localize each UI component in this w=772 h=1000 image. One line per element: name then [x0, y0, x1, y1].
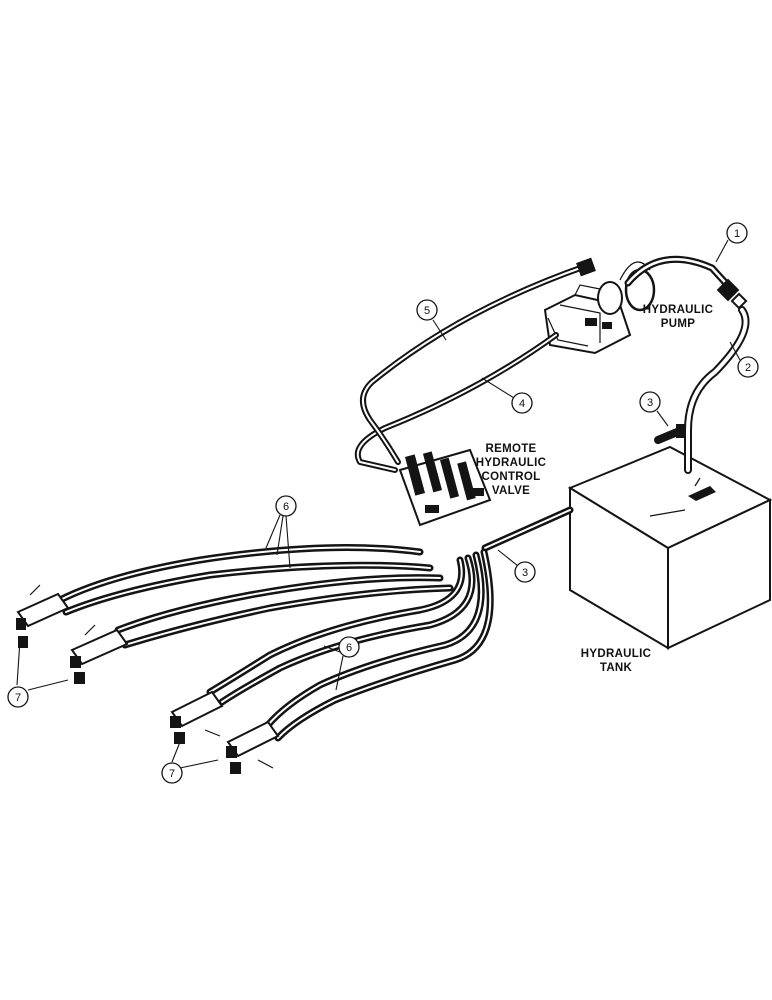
label-control-valve: REMOTE HYDRAULIC CONTROL VALVE — [476, 443, 546, 497]
valve-label-line3: CONTROL — [482, 471, 541, 483]
svg-text:2: 2 — [745, 362, 751, 374]
svg-text:3: 3 — [647, 397, 653, 409]
callout-3-upper: 3 — [639, 391, 669, 427]
svg-text:7: 7 — [169, 768, 175, 780]
callout-6-lower: 6 — [323, 636, 360, 691]
svg-text:1: 1 — [734, 228, 740, 240]
valve-label-line2: HYDRAULIC — [476, 457, 546, 469]
svg-text:7: 7 — [15, 692, 21, 704]
callout-7-lower: 7 — [161, 741, 219, 784]
hose-4 — [354, 332, 559, 473]
couplers-7 — [16, 584, 280, 774]
svg-text:6: 6 — [283, 501, 289, 513]
callout-1: 1 — [715, 222, 748, 263]
hose-2-suction — [684, 306, 750, 474]
tank-label-line1: HYDRAULIC — [581, 648, 651, 660]
pump-label-line2: PUMP — [661, 318, 695, 330]
valve-label-line1: REMOTE — [486, 443, 537, 455]
coupler-lower-a — [170, 690, 224, 744]
remote-control-valve — [398, 448, 492, 527]
svg-text:5: 5 — [424, 305, 430, 317]
callout-7-upper: 7 — [7, 639, 69, 708]
callout-5: 5 — [416, 299, 447, 341]
tank-label-line2: TANK — [600, 662, 633, 674]
hydraulic-tank — [567, 445, 772, 650]
coupler-lower-b — [226, 720, 280, 774]
hose-1-pressure — [624, 255, 748, 310]
svg-text:3: 3 — [522, 567, 528, 579]
callout-6-upper: 6 — [265, 495, 297, 569]
label-hydraulic-tank: HYDRAULIC TANK — [581, 648, 651, 674]
coupler-mid-left — [70, 624, 129, 684]
pump-label-line1: HYDRAULIC — [643, 304, 713, 316]
hoses-6-remote — [56, 544, 494, 742]
hose-3-return — [481, 424, 686, 552]
callout-4: 4 — [481, 377, 533, 414]
callout-2: 2 — [729, 341, 759, 378]
label-hydraulic-pump: HYDRAULIC PUMP — [643, 304, 713, 330]
valve-label-line4: VALVE — [492, 485, 530, 497]
hose-5 — [360, 257, 596, 465]
callout-3-lower: 3 — [497, 549, 536, 583]
svg-text:4: 4 — [519, 398, 525, 410]
coupler-upper-left — [16, 584, 70, 648]
svg-text:6: 6 — [346, 642, 352, 654]
